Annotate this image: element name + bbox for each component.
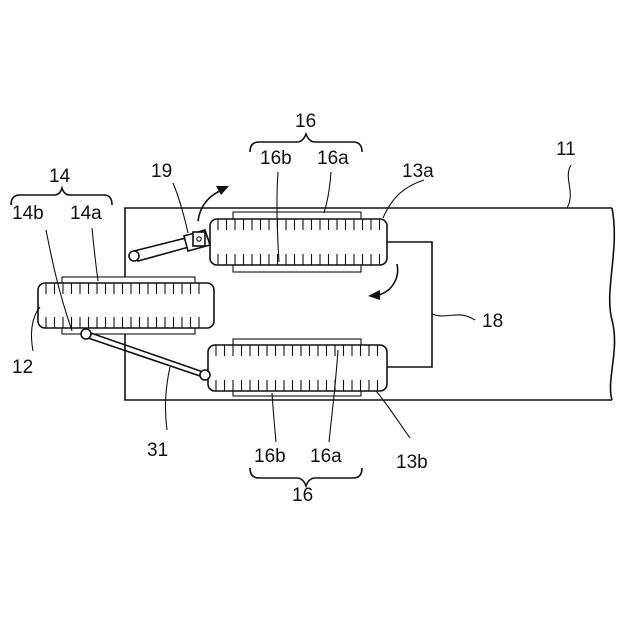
label-14: 14 bbox=[49, 166, 71, 187]
frame-break-line bbox=[610, 208, 615, 400]
label-12: 12 bbox=[12, 357, 33, 378]
tire-13a bbox=[210, 212, 387, 272]
tire-13b bbox=[208, 339, 387, 396]
label-16-bottom: 16 bbox=[292, 485, 313, 506]
label-14b: 14b bbox=[12, 203, 44, 224]
label-13b: 13b bbox=[396, 452, 428, 473]
label-16b-top: 16b bbox=[260, 148, 292, 169]
actuator-19 bbox=[129, 230, 210, 261]
label-16a-bottom: 16a bbox=[310, 446, 342, 467]
rotation-arrow-middle bbox=[368, 264, 398, 300]
label-16b-bottom: 16b bbox=[254, 446, 286, 467]
rotation-arrow-upper bbox=[198, 186, 229, 221]
label-18: 18 bbox=[482, 311, 503, 332]
label-16a-top: 16a bbox=[317, 148, 349, 169]
label-14a: 14a bbox=[70, 203, 102, 224]
label-11: 11 bbox=[556, 139, 576, 160]
label-31: 31 bbox=[147, 440, 168, 461]
link-31 bbox=[81, 329, 210, 380]
label-19: 19 bbox=[151, 161, 172, 182]
label-16-top: 16 bbox=[295, 111, 316, 132]
label-13a: 13a bbox=[402, 161, 434, 182]
brace-16-bottom bbox=[250, 468, 362, 486]
connection-18 bbox=[387, 242, 432, 367]
